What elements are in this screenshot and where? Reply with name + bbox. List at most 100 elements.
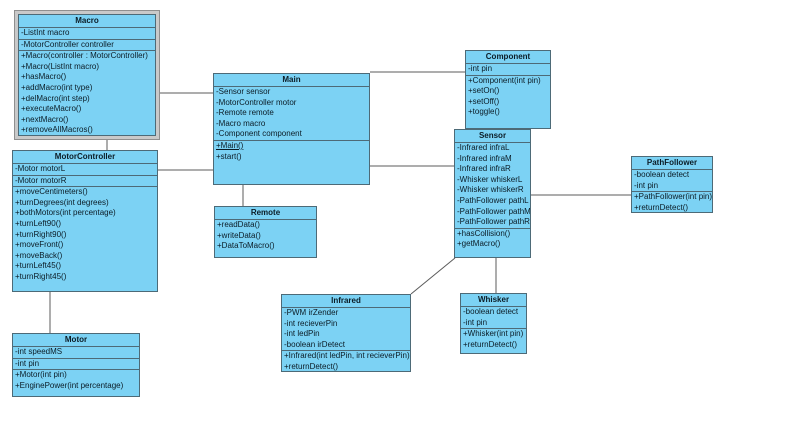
class-motor[interactable]: Motor -int speedMS-int pin +Motor(int pi…	[12, 333, 140, 397]
class-member: +DataToMacro()	[217, 241, 275, 251]
class-member: +setOn()	[468, 86, 500, 96]
class-motor-methods: +Motor(int pin)+EnginePower(int percenta…	[13, 370, 139, 391]
class-remote-title: Remote	[215, 207, 316, 220]
class-member: -int pin	[634, 180, 659, 190]
class-member: -Infrared infraM	[457, 153, 512, 163]
class-member: +delMacro(int step)	[21, 93, 90, 103]
class-main-methods: +Main()+start()	[214, 141, 369, 162]
class-member: +Main()	[216, 140, 244, 150]
class-member: -PWM irZender	[284, 308, 339, 317]
class-motorcontroller-attributes: -Motor motorL-Motor motorR	[13, 164, 157, 188]
class-member: -boolean irDetect	[284, 339, 345, 349]
class-member: +turnRight45()	[15, 271, 67, 281]
class-member: -Whisker whiskerL	[457, 174, 523, 184]
class-member: -MotorController motor	[216, 97, 297, 107]
class-member: -boolean detect	[634, 170, 690, 179]
class-motorcontroller-methods: +moveCentimeters()+turnDegrees(int degre…	[13, 187, 157, 282]
class-macro-methods: +Macro(controller : MotorController)+Mac…	[19, 51, 155, 135]
class-component-title: Component	[466, 51, 550, 64]
class-pathfollower-title: PathFollower	[632, 157, 712, 170]
class-member: -Component component	[216, 129, 302, 139]
class-component-methods: +Component(int pin)+setOn()+setOff()+tog…	[466, 76, 550, 118]
class-whisker-attributes: -boolean detect-int pin	[461, 307, 526, 330]
class-member: +moveBack()	[15, 250, 63, 260]
class-member: -int pin	[13, 359, 139, 371]
class-member: +readData()	[217, 220, 260, 229]
class-macro[interactable]: Macro -ListInt macro-MotorController con…	[18, 14, 156, 136]
class-member: +Macro(controller : MotorController)	[21, 51, 148, 61]
class-infrared-methods: +Infrared(int ledPin, int recieverPin)+r…	[282, 351, 410, 371]
class-motor-title: Motor	[13, 334, 139, 347]
class-member: -PathFollower pathM	[457, 206, 531, 216]
class-member: -Motor motorR	[13, 176, 157, 188]
class-pathfollower-attributes: -boolean detect-int pin	[632, 170, 712, 193]
connector-sensor-infrared[interactable]	[410, 257, 456, 295]
class-whisker-title: Whisker	[461, 294, 526, 307]
class-member: -Macro macro	[216, 118, 266, 128]
class-member: +start()	[216, 151, 242, 161]
class-macro-attributes: -ListInt macro-MotorController controlle…	[19, 28, 155, 52]
class-member: +Motor(int pin)	[15, 370, 67, 380]
class-main[interactable]: Main -Sensor sensor-MotorController moto…	[213, 73, 370, 185]
class-sensor-title: Sensor	[455, 130, 530, 143]
class-member: +toggle()	[468, 107, 500, 117]
class-member: +Infrared(int ledPin, int recieverPin)	[284, 351, 410, 361]
class-member: +turnDegrees(int degrees)	[15, 197, 109, 207]
class-remote[interactable]: Remote +readData()+writeData()+DataToMac…	[214, 206, 317, 258]
class-main-title: Main	[214, 74, 369, 87]
class-component-attributes: -int pin	[466, 64, 550, 76]
class-infrared[interactable]: Infrared -PWM irZender-int recieverPin-i…	[281, 294, 411, 372]
class-pathfollower[interactable]: PathFollower -boolean detect-int pin +Pa…	[631, 156, 713, 213]
class-sensor-attributes: -Infrared infraL-Infrared infraM-Infrare…	[455, 143, 530, 229]
class-member: -Infrared infraR	[457, 164, 511, 174]
class-member: +returnDetect()	[284, 361, 339, 371]
class-member: +hasMacro()	[21, 72, 67, 82]
class-member: -int ledPin	[284, 329, 320, 339]
class-member: -Sensor sensor	[216, 87, 271, 96]
class-member: -Whisker whiskerR	[457, 185, 524, 195]
class-member: -ListInt macro	[19, 28, 155, 40]
class-member: +moveCentimeters()	[15, 187, 88, 197]
class-member: +PathFollower(int pin)	[634, 192, 713, 202]
class-member: +returnDetect()	[463, 339, 518, 349]
class-remote-methods: +readData()+writeData()+DataToMacro()	[215, 220, 316, 252]
class-member: -Remote remote	[216, 108, 274, 118]
class-member: -MotorController controller	[19, 40, 155, 52]
class-member: +EnginePower(int percentage)	[15, 380, 124, 390]
class-member: -int pin	[468, 64, 493, 73]
class-member: +turnRight90()	[15, 229, 67, 239]
class-infrared-attributes: -PWM irZender-int recieverPin-int ledPin…	[282, 308, 410, 352]
class-whisker-methods: +Whisker(int pin)+returnDetect()	[461, 329, 526, 350]
class-member: -Motor motorL	[13, 164, 157, 176]
class-member: +setOff()	[468, 96, 500, 106]
class-member: +removeAllMacros()	[21, 125, 93, 135]
class-member: +bothMotors(int percentage)	[15, 208, 116, 218]
class-macro-title: Macro	[19, 15, 155, 28]
class-member: -int recieverPin	[284, 318, 338, 328]
class-main-attributes: -Sensor sensor-MotorController motor-Rem…	[214, 87, 369, 141]
class-member: -boolean detect	[463, 307, 519, 316]
class-sensor-methods: +hasCollision()+getMacro()	[455, 229, 530, 250]
class-member: +turnLeft45()	[15, 261, 62, 271]
class-member: +returnDetect()	[634, 202, 689, 212]
class-motor-attributes: -int speedMS-int pin	[13, 347, 139, 371]
class-member: +Whisker(int pin)	[463, 329, 524, 339]
class-sensor[interactable]: Sensor -Infrared infraL-Infrared infraM-…	[454, 129, 531, 258]
class-member: +moveFront()	[15, 240, 64, 250]
class-member: +addMacro(int type)	[21, 82, 93, 92]
class-member: +executeMacro()	[21, 104, 82, 114]
class-whisker[interactable]: Whisker -boolean detect-int pin +Whisker…	[460, 293, 527, 354]
class-motorcontroller[interactable]: MotorController -Motor motorL-Motor moto…	[12, 150, 158, 292]
class-member: -int pin	[463, 317, 488, 327]
class-member: +turnLeft90()	[15, 218, 62, 228]
class-component[interactable]: Component -int pin +Component(int pin)+s…	[465, 50, 551, 129]
class-motorcontroller-title: MotorController	[13, 151, 157, 164]
class-member: -Infrared infraL	[457, 143, 510, 152]
selection-frame-macro[interactable]: Macro -ListInt macro-MotorController con…	[14, 10, 160, 140]
class-member: -int speedMS	[13, 347, 139, 359]
class-member: +nextMacro()	[21, 114, 69, 124]
class-member: +Macro(ListInt macro)	[21, 61, 100, 71]
class-member: +Component(int pin)	[468, 75, 541, 85]
